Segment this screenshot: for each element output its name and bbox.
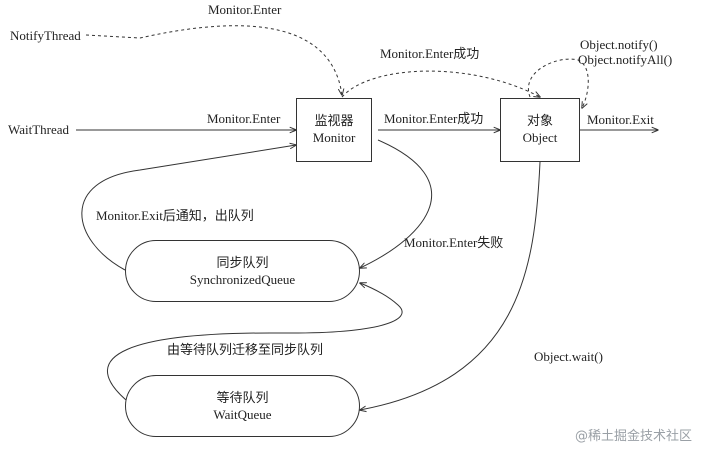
- enter-fail-label: Monitor.Enter失败: [404, 235, 504, 250]
- wait-arrow: [360, 161, 541, 410]
- notify-thread-label: NotifyThread: [10, 28, 81, 43]
- wait-thread-label: WaitThread: [8, 122, 70, 137]
- watermark: @稀土掘金技术社区: [575, 429, 693, 444]
- monitor-node-line2: Monitor: [312, 130, 356, 145]
- object-node: 对象 Object: [500, 98, 580, 162]
- migrate-label: 由等待队列迁移至同步队列: [167, 342, 324, 357]
- enter-success-mid-label: Monitor.Enter成功: [384, 111, 484, 126]
- migrate-arrow: [106, 283, 403, 401]
- object-node-line1: 对象: [526, 113, 553, 128]
- notify-thread-arrow: [85, 25, 342, 95]
- sync-queue-line1: 同步队列: [216, 255, 269, 270]
- object-node-line2: Object: [522, 130, 558, 145]
- monitor-exit-label: Monitor.Exit: [587, 112, 654, 127]
- wait-queue-line2: WaitQueue: [213, 407, 272, 422]
- enter-fail-arrow: [360, 139, 432, 268]
- wait-queue-node: 等待队列 WaitQueue: [125, 375, 360, 437]
- sync-queue-return-arrow: [81, 145, 296, 271]
- wait-monitor-enter-label: Monitor.Enter: [207, 111, 281, 126]
- sync-queue-line2: SynchronizedQueue: [189, 272, 296, 287]
- notify-label: Object.notify(): [580, 37, 658, 52]
- monitor-node-line1: 监视器: [314, 113, 354, 128]
- wait-queue-line1: 等待队列: [216, 390, 269, 405]
- monitor-node: 监视器 Monitor: [296, 98, 372, 162]
- exit-notify-label: Monitor.Exit后通知，出队列: [96, 208, 254, 223]
- object-wait-label: Object.wait(): [534, 349, 603, 364]
- notify-self-loop: [527, 58, 589, 108]
- monitor-enter-success-arc: [341, 70, 540, 97]
- notify-all-label: Object.notifyAll(): [578, 52, 673, 67]
- top-monitor-enter-label: Monitor.Enter: [208, 2, 282, 17]
- sync-queue-node: 同步队列 SynchronizedQueue: [125, 240, 360, 302]
- enter-success-top-label: Monitor.Enter成功: [380, 46, 480, 61]
